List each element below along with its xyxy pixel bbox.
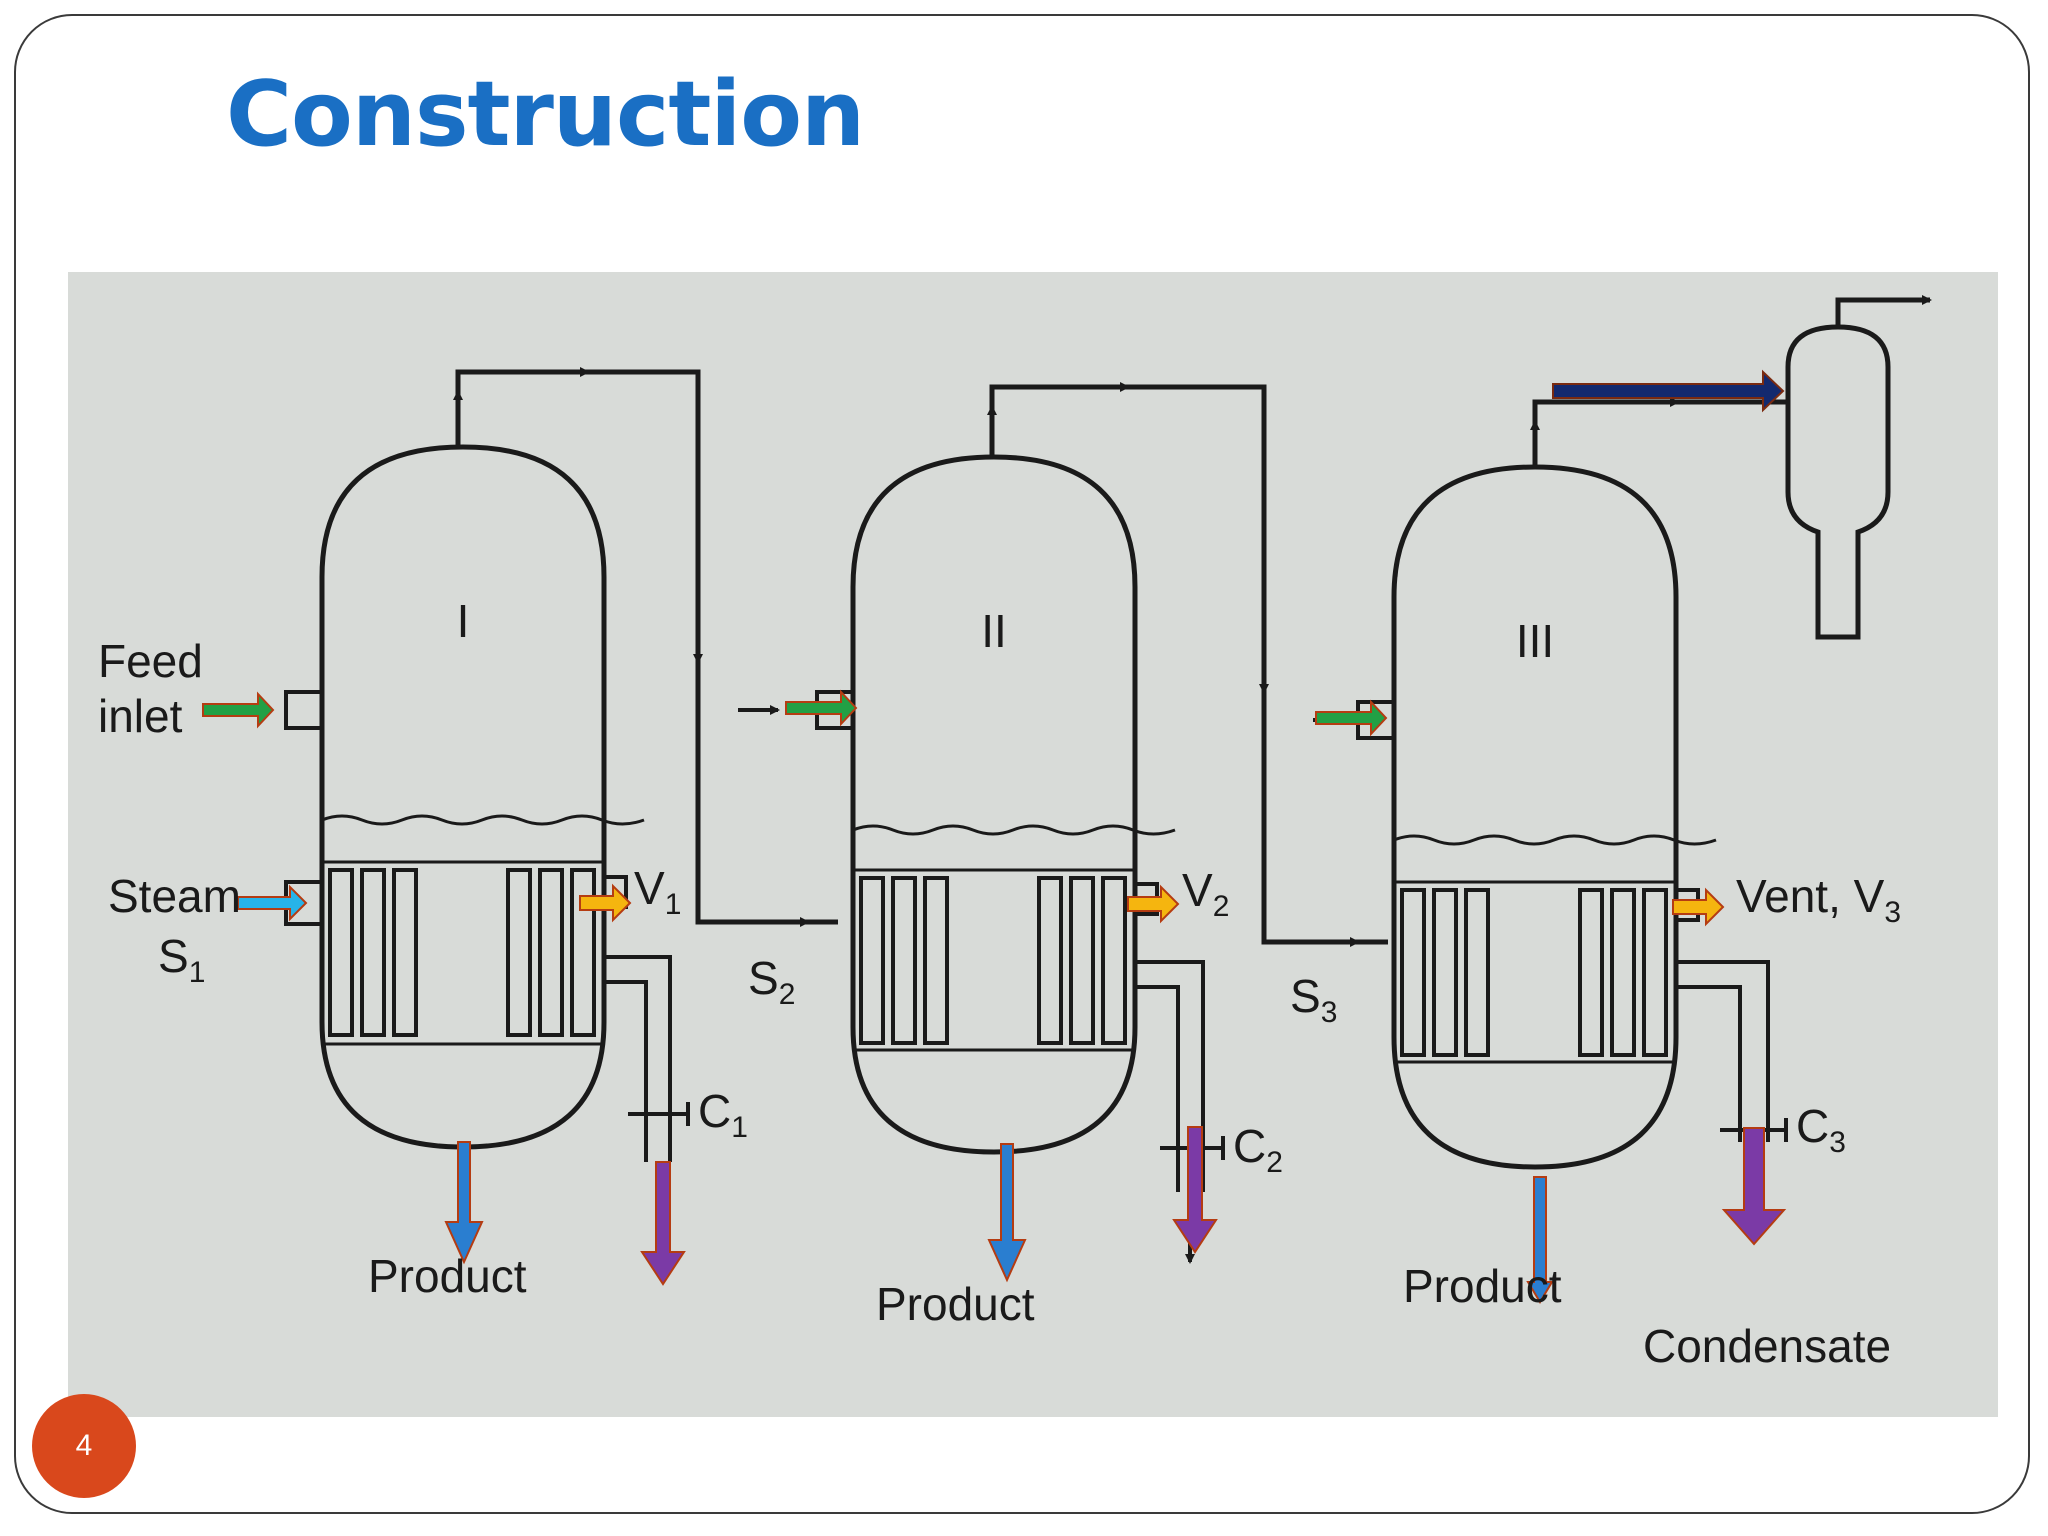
condenser-body	[1785, 324, 1891, 640]
steam-label: Steam	[108, 870, 241, 922]
vapour-line-3	[1530, 397, 1788, 467]
v2-label: V2	[1182, 864, 1229, 923]
effect-3-body	[1391, 464, 1679, 1170]
inlet-label: inlet	[98, 690, 183, 742]
evaporator-diagram: I II III Feed inlet Steam S1 S2 S3 V1 V2…	[68, 272, 1998, 1417]
effect-1-liquid-level	[321, 814, 645, 826]
effect-3-liquid-level	[1393, 834, 1717, 846]
effect-3	[1356, 464, 1788, 1234]
c3-label: C3	[1796, 1100, 1846, 1159]
s1-label: S1	[158, 930, 205, 989]
condensate-label: Condensate	[1643, 1320, 1891, 1372]
product-label-2: Product	[876, 1278, 1035, 1330]
condenser	[1785, 295, 1932, 640]
diagram-labels: I II III Feed inlet Steam S1 S2 S3 V1 V2…	[98, 595, 1901, 1372]
effect-label-3: III	[1516, 615, 1554, 667]
condensate-arrow-3	[1721, 1127, 1787, 1246]
effect-2-tubes	[859, 876, 1127, 1045]
effect-1-tubes	[328, 868, 596, 1037]
effect-2-condensate-leg	[1135, 960, 1205, 1192]
v1-label: V1	[634, 862, 681, 921]
product-label-3: Product	[1403, 1260, 1562, 1312]
v3-label: Vent, V3	[1736, 870, 1901, 929]
effect-1-feed-nozzle	[284, 690, 324, 730]
effect-1	[284, 444, 690, 1162]
product-label-1: Product	[368, 1250, 527, 1302]
effect-3-condensate-leg	[1676, 960, 1770, 1142]
s3-label: S3	[1290, 970, 1337, 1029]
effect-2-body	[850, 454, 1138, 1155]
condensate-arrow-2	[1172, 1126, 1218, 1254]
vapour-line-2	[987, 382, 1388, 947]
effect-1-body	[319, 444, 607, 1150]
s2-label: S2	[748, 952, 795, 1011]
condenser-inlet-arrow	[1552, 369, 1785, 413]
overlay-arrows	[202, 689, 1787, 1304]
effect-2-liquid-level	[852, 824, 1176, 836]
product-arrow-3	[1526, 1176, 1554, 1304]
c1-label: C1	[698, 1085, 748, 1144]
effect-label-2: II	[981, 605, 1007, 657]
slide-title: Construction	[226, 62, 865, 167]
vent-arrow-2	[1127, 884, 1180, 924]
effect-1-condensate-leg	[604, 955, 672, 1162]
page-number-badge: 4	[32, 1394, 136, 1498]
product-arrow-1	[444, 1141, 484, 1265]
steam-arrow	[237, 884, 308, 922]
effect-3-tubes	[1400, 888, 1668, 1057]
vent-arrow-3	[1672, 887, 1725, 927]
vent-arrow-1	[579, 883, 632, 923]
feed-label: Feed	[98, 635, 203, 687]
product-arrow-2	[987, 1143, 1027, 1283]
condensate-arrow-1	[640, 1161, 686, 1286]
vapour-line-1	[453, 367, 838, 927]
diagram-paper	[68, 272, 1998, 1417]
feed-arrow-1	[202, 691, 275, 729]
c2-label: C2	[1233, 1120, 1283, 1179]
effect-label-1: I	[457, 595, 470, 647]
feed-arrow-2	[785, 689, 858, 727]
feed-arrow-3	[1315, 699, 1388, 737]
